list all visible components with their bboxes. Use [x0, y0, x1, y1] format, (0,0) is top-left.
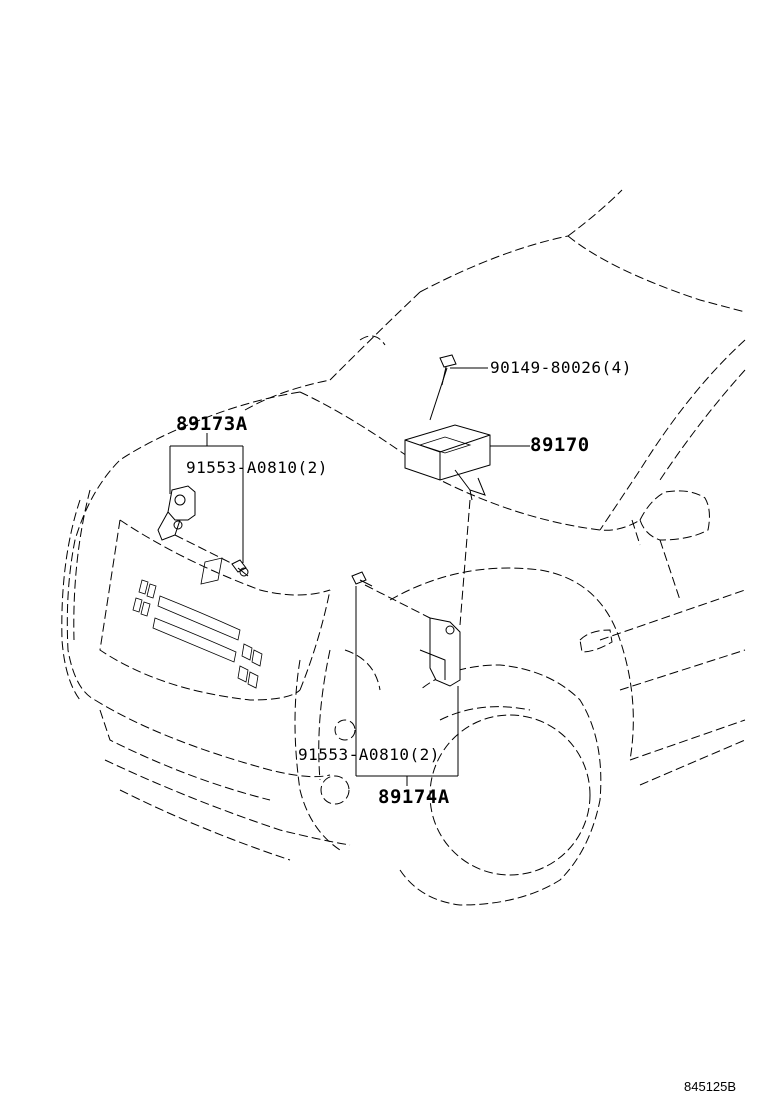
bolt-right: [351, 571, 373, 587]
bolt-left: [231, 559, 249, 577]
part-label-89173A: 89173A: [176, 413, 248, 435]
part-label-90149: 90149-80026(4): [490, 358, 632, 377]
front-sensor-left: [157, 485, 236, 585]
car-body-outline: [61, 189, 746, 906]
part-label-91553-left: 91553-A0810(2): [186, 458, 328, 477]
leader-lines: [169, 367, 530, 786]
front-sensor-right: [364, 499, 471, 687]
center-airbag-sensor: [404, 424, 491, 501]
part-label-89170: 89170: [530, 434, 590, 456]
diagram-code: 845125B: [684, 1079, 737, 1094]
part-label-91553-right: 91553-A0810(2): [298, 745, 440, 764]
part-label-89174A: 89174A: [378, 786, 450, 808]
